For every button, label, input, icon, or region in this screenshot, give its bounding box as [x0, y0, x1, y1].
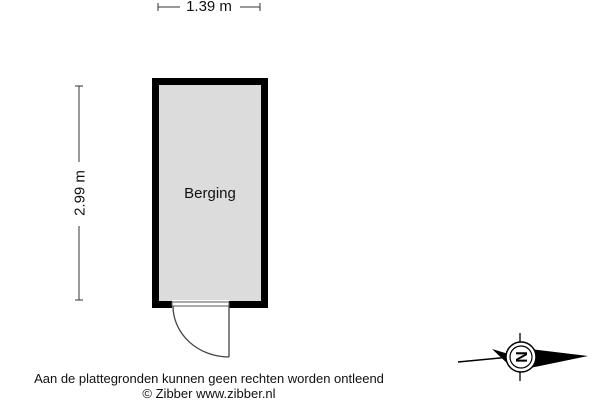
width-dimension-line — [157, 3, 261, 11]
height-dimension-label: 2.99 m — [71, 170, 89, 216]
compass-north-arrow: N — [457, 333, 588, 381]
room-berging — [152, 78, 268, 308]
copyright-text: © Zibber www.zibber.nl — [142, 386, 276, 401]
height-dimension-line — [75, 85, 83, 301]
compass-label: N — [514, 351, 531, 363]
width-dimension-label: 1.39 m — [186, 0, 232, 15]
room-label: Berging — [184, 185, 236, 202]
disclaimer-text: Aan de plattegronden kunnen geen rechten… — [34, 371, 384, 386]
door — [171, 300, 230, 358]
